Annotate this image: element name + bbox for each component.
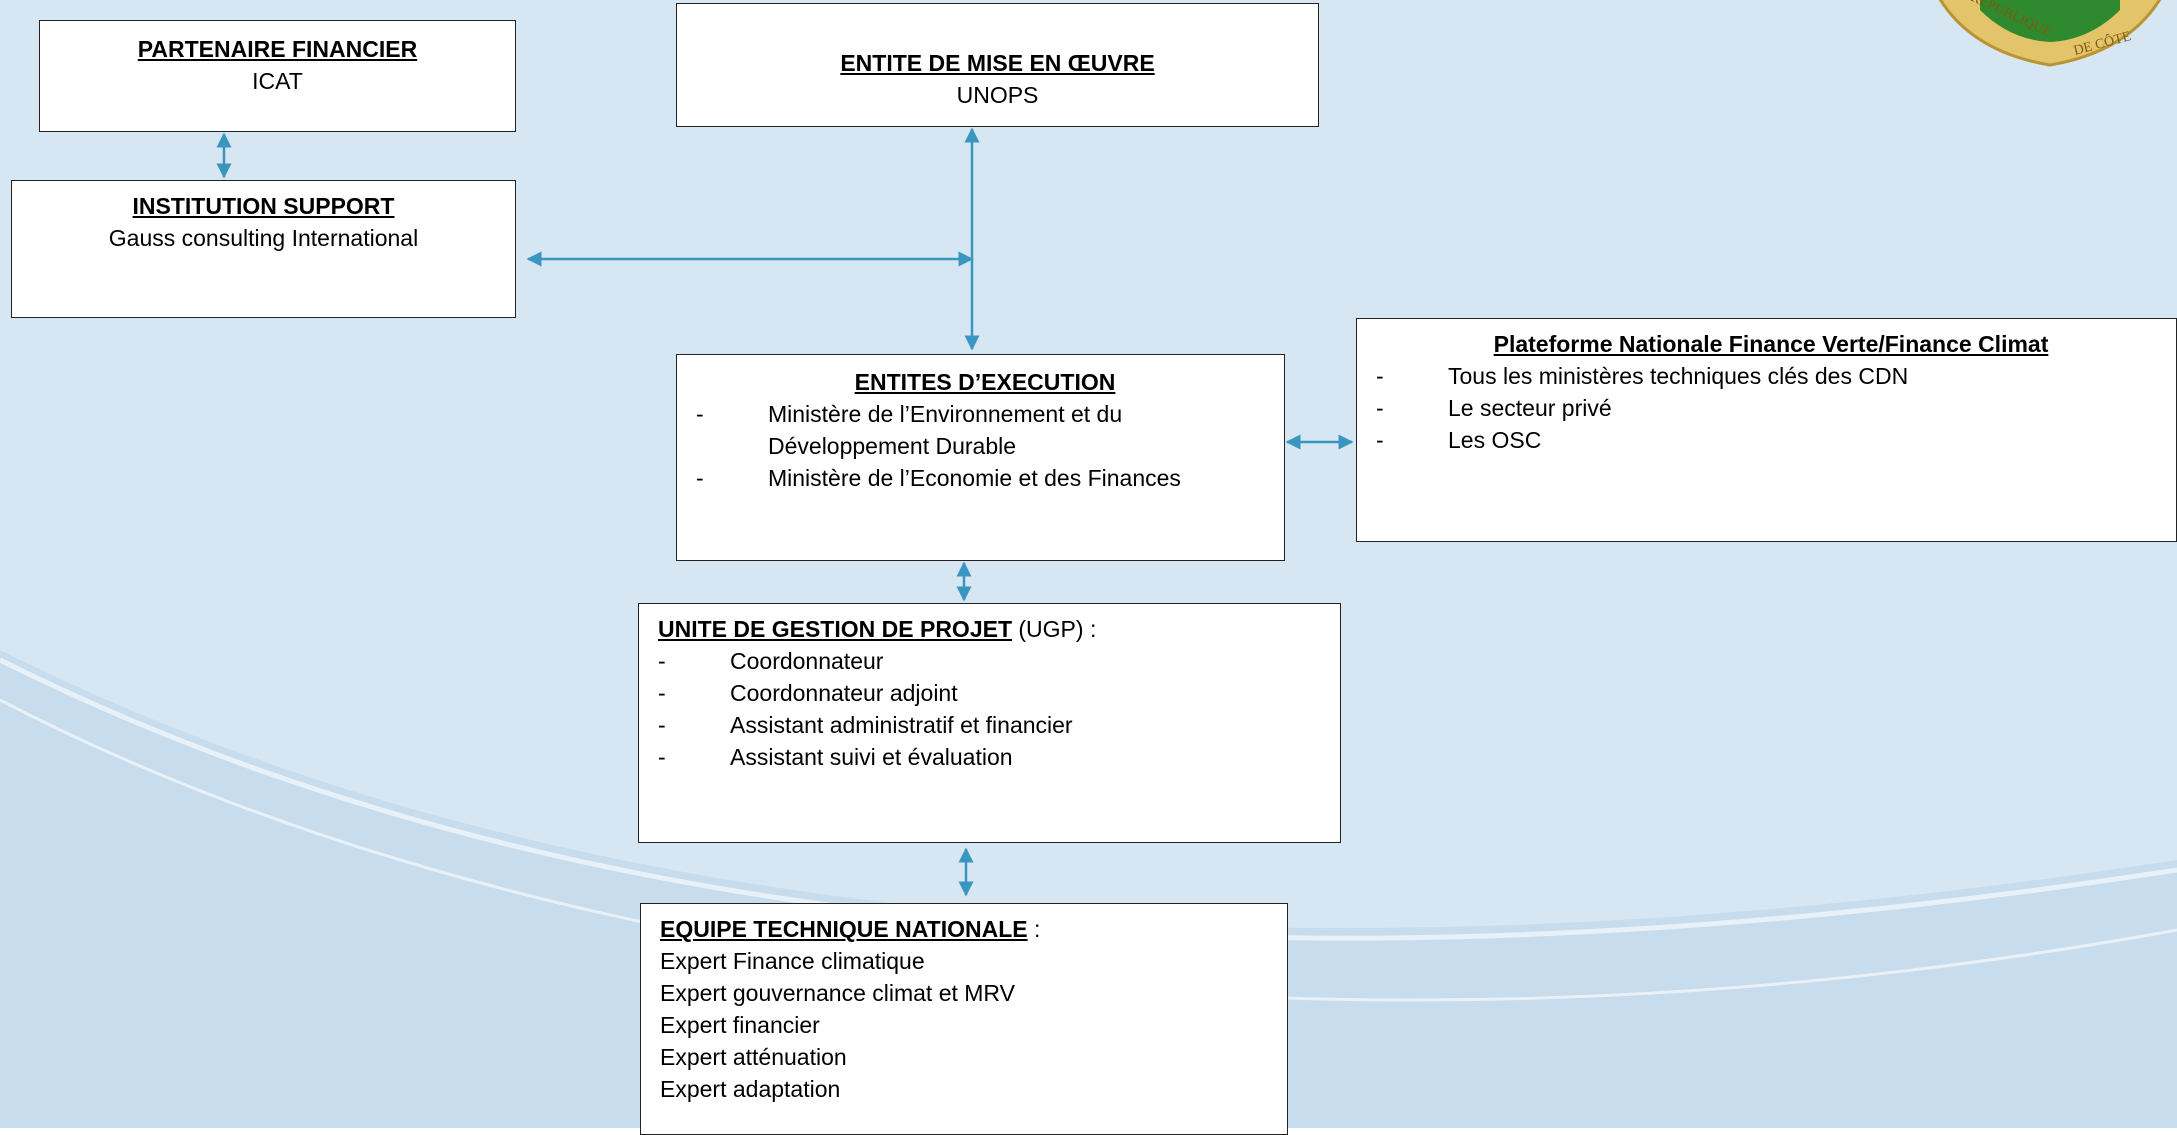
institution-support-box: INSTITUTION SUPPORT Gauss consulting Int… bbox=[11, 180, 516, 318]
list-item: -Assistant administratif et financier bbox=[658, 712, 1073, 738]
list-item: -Tous les ministères techniques clés des… bbox=[1376, 363, 1909, 389]
entites-execution-box: ENTITES D’EXECUTION -Ministère de l’Envi… bbox=[676, 354, 1285, 561]
list-item: -Le secteur privé bbox=[1376, 395, 1612, 421]
list-item: Expert gouvernance climat et MRV bbox=[660, 980, 1015, 1006]
entite-mise-value: UNOPS bbox=[956, 82, 1039, 108]
partenaire-title: PARTENAIRE FINANCIER bbox=[137, 36, 418, 62]
plateforme-list: -Tous les ministères techniques clés des… bbox=[1376, 360, 2166, 456]
ugp-title: UNITE DE GESTION DE PROJET bbox=[658, 616, 1012, 642]
list-item: -Ministère de l’Economie et des Finances bbox=[696, 465, 1181, 491]
equipe-list: Expert Finance climatique Expert gouvern… bbox=[660, 945, 1277, 1105]
plateforme-title: Plateforme Nationale Finance Verte/Finan… bbox=[1493, 331, 2049, 357]
list-item: -Assistant suivi et évaluation bbox=[658, 744, 1013, 770]
plateforme-nationale-box: Plateforme Nationale Finance Verte/Finan… bbox=[1356, 318, 2177, 542]
institution-value: Gauss consulting International bbox=[108, 225, 419, 251]
equipe-suffix: : bbox=[1027, 916, 1041, 942]
list-item: -Les OSC bbox=[1376, 427, 1542, 453]
ugp-box: UNITE DE GESTION DE PROJET (UGP) : -Coor… bbox=[638, 603, 1341, 843]
list-item: -Ministère de l’Environnement et du Déve… bbox=[696, 401, 1123, 459]
list-item: Expert atténuation bbox=[660, 1044, 847, 1070]
list-item: Expert Finance climatique bbox=[660, 948, 925, 974]
partenaire-value: ICAT bbox=[252, 68, 303, 94]
list-item: -Coordonnateur bbox=[658, 648, 884, 674]
entites-exec-title: ENTITES D’EXECUTION bbox=[854, 369, 1116, 395]
entite-mise-title: ENTITE DE MISE EN ŒUVRE bbox=[840, 50, 1155, 76]
partenaire-financier-box: PARTENAIRE FINANCIER ICAT bbox=[39, 20, 516, 132]
coat-of-arms-emblem: RÉPUBLIQUE DE CÔTE bbox=[1938, 0, 2162, 67]
list-item: Expert adaptation bbox=[660, 1076, 841, 1102]
equipe-technique-box: EQUIPE TECHNIQUE NATIONALE : Expert Fina… bbox=[640, 903, 1288, 1135]
institution-title: INSTITUTION SUPPORT bbox=[132, 193, 395, 219]
list-item: -Coordonnateur adjoint bbox=[658, 680, 958, 706]
ugp-list: -Coordonnateur -Coordonnateur adjoint -A… bbox=[658, 645, 1330, 773]
ugp-heading: UNITE DE GESTION DE PROJET (UGP) : bbox=[658, 613, 1330, 645]
list-item: Expert financier bbox=[660, 1012, 820, 1038]
equipe-title: EQUIPE TECHNIQUE NATIONALE bbox=[660, 916, 1028, 942]
entites-exec-list: -Ministère de l’Environnement et du Déve… bbox=[696, 398, 1274, 494]
ugp-suffix: (UGP) : bbox=[1012, 616, 1097, 642]
entite-mise-en-oeuvre-box: ENTITE DE MISE EN ŒUVRE UNOPS bbox=[676, 3, 1319, 127]
equipe-heading: EQUIPE TECHNIQUE NATIONALE : bbox=[660, 913, 1277, 945]
